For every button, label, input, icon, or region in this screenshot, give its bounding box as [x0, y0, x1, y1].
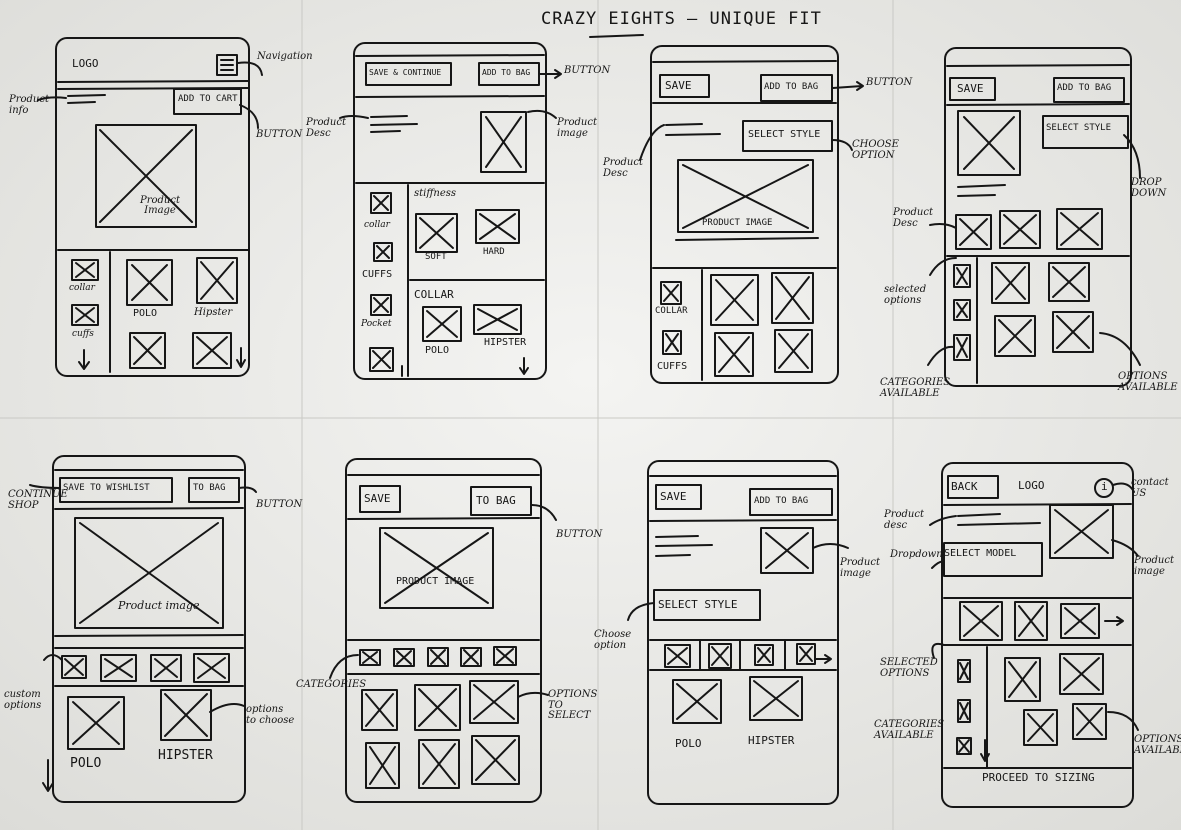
- f5-to-bag-button[interactable]: TO BAG: [193, 483, 226, 493]
- f5-options-to-choose-annotation: options to choose: [246, 704, 295, 726]
- f7-product-image-annotation: Product image: [840, 557, 880, 579]
- f2-cuffs-category: CUFFS: [362, 269, 393, 280]
- f8-proceed-to-sizing-button[interactable]: PROCEED TO SIZING: [982, 771, 1095, 784]
- frame-5: [29, 455, 257, 803]
- f4-add-to-bag-button[interactable]: ADD TO BAG: [1057, 83, 1112, 93]
- f5-save-to-wishlist-button[interactable]: SAVE TO WISHLIST: [63, 483, 150, 493]
- f8-select-model-dropdown[interactable]: SELECT MODEL: [944, 548, 1017, 559]
- f6-product-image-label: PRODUCT IMAGE: [396, 576, 475, 587]
- f2-product-desc-annotation: Product Desc: [306, 117, 346, 139]
- f4-drop-down-annotation: DROP DOWN: [1131, 177, 1167, 199]
- f1-product-info-annotation: Product info: [9, 94, 49, 116]
- f2-save-continue-button[interactable]: SAVE & CONTINUE: [369, 68, 442, 77]
- f2-product-image-annotation: Product image: [557, 117, 597, 139]
- f5-custom-options-annotation: custom options: [4, 689, 42, 711]
- f7-choose-option-annotation: Choose option: [594, 629, 632, 651]
- f4-options-available-annotation: OPTIONS AVAILABLE: [1118, 371, 1178, 393]
- f3-cuffs-label: CUFFS: [657, 361, 688, 372]
- f3-product-desc-annotation: Product Desc: [603, 157, 643, 179]
- f6-save-button[interactable]: SAVE: [364, 492, 391, 505]
- f8-product-desc-annotation: Product desc: [884, 509, 924, 531]
- f8-logo: LOGO: [1018, 479, 1045, 492]
- f4-product-desc-annotation: Product Desc: [893, 207, 933, 229]
- f6-categories-annotation: CATEGORIES: [296, 679, 367, 690]
- f7-save-button[interactable]: SAVE: [660, 490, 687, 503]
- f3-select-style-dropdown[interactable]: SELECT STYLE: [748, 129, 821, 140]
- f5-product-image-label: Product image: [118, 599, 200, 612]
- f5-hipster-label: HIPSTER: [158, 748, 213, 763]
- f6-to-bag-button[interactable]: TO BAG: [476, 494, 516, 507]
- f1-navigation-annotation: Navigation: [257, 51, 313, 62]
- f3-product-image-label: PRODUCT IMAGE: [702, 218, 773, 228]
- frame-4: [927, 47, 1141, 387]
- f1-cuffs-label: cuffs: [72, 329, 94, 339]
- f3-add-to-bag-button[interactable]: ADD TO BAG: [764, 82, 819, 92]
- f2-button-annotation: BUTTON: [564, 65, 611, 76]
- f7-polo-label: POLO: [675, 737, 702, 750]
- f4-selected-options-annotation: selected options: [884, 284, 927, 306]
- frame-8: [929, 462, 1139, 808]
- f2-pocket-category: Pocket: [361, 319, 392, 329]
- f2-add-to-bag-button[interactable]: ADD TO BAG: [482, 68, 531, 77]
- f8-info-icon[interactable]: i: [1101, 480, 1108, 493]
- f4-select-style-dropdown[interactable]: SELECT STYLE: [1046, 123, 1112, 133]
- f3-button-annotation: BUTTON: [866, 77, 913, 88]
- f3-collar-label: COLLAR: [655, 306, 688, 316]
- f2-hipster-label: HIPSTER: [484, 337, 527, 348]
- frame-1: [37, 37, 263, 377]
- f1-product-image-label: Product Image: [140, 195, 180, 216]
- f3-choose-option-annotation: CHOOSE OPTION: [852, 139, 899, 161]
- f7-hipster-label: HIPSTER: [748, 734, 795, 747]
- f1-button-annotation: BUTTON: [256, 129, 303, 140]
- f3-save-button[interactable]: SAVE: [665, 79, 692, 92]
- f2-stiffness-label: stiffness: [414, 188, 457, 199]
- f4-save-button[interactable]: SAVE: [957, 82, 984, 95]
- f8-categories-available-annotation: CATEGORIES AVAILABLE: [874, 719, 945, 741]
- frame-2: [339, 42, 562, 380]
- f8-options-available-annotation: OPTIONS AVAILABLE: [1134, 734, 1181, 756]
- f8-product-image-annotation: Product image: [1134, 555, 1174, 577]
- frame-6: [329, 458, 557, 803]
- sheet-title: CRAZY EIGHTS — UNIQUE FIT: [541, 9, 822, 29]
- f4-categories-available-annotation: CATEGORIES AVAILABLE: [880, 377, 951, 399]
- f1-logo: LOGO: [72, 57, 99, 70]
- f7-select-style-dropdown[interactable]: SELECT STYLE: [658, 598, 738, 611]
- f2-polo-label: POLO: [425, 345, 450, 356]
- f8-dropdown-annotation: Dropdown: [890, 549, 943, 560]
- f2-collar-heading: COLLAR: [414, 288, 454, 301]
- frame-3: [639, 45, 864, 384]
- f1-collar-label: collar: [69, 283, 95, 293]
- f5-button-annotation: BUTTON: [256, 499, 303, 510]
- f1-polo-label: POLO: [133, 308, 158, 319]
- f1-add-to-cart-button[interactable]: ADD TO CART: [178, 94, 238, 104]
- f5-polo-label: POLO: [70, 756, 102, 771]
- frame-7: [627, 460, 849, 805]
- f5-continue-shop-annotation: CONTINUE SHOP: [8, 489, 68, 511]
- f2-collar-category: collar: [364, 220, 390, 230]
- f8-back-button[interactable]: BACK: [951, 480, 978, 493]
- f6-options-to-select-annotation: OPTIONS TO SELECT: [548, 689, 598, 721]
- f2-hard-label: HARD: [483, 247, 505, 257]
- f7-add-to-bag-button[interactable]: ADD TO BAG: [754, 496, 809, 506]
- f8-contact-us-annotation: contact US: [1131, 477, 1169, 499]
- f2-soft-label: SOFT: [425, 252, 447, 262]
- f8-selected-options-annotation: SELECTED OPTIONS: [880, 657, 938, 679]
- f1-hipster-label: Hipster: [194, 307, 233, 318]
- f6-button-annotation: BUTTON: [556, 529, 603, 540]
